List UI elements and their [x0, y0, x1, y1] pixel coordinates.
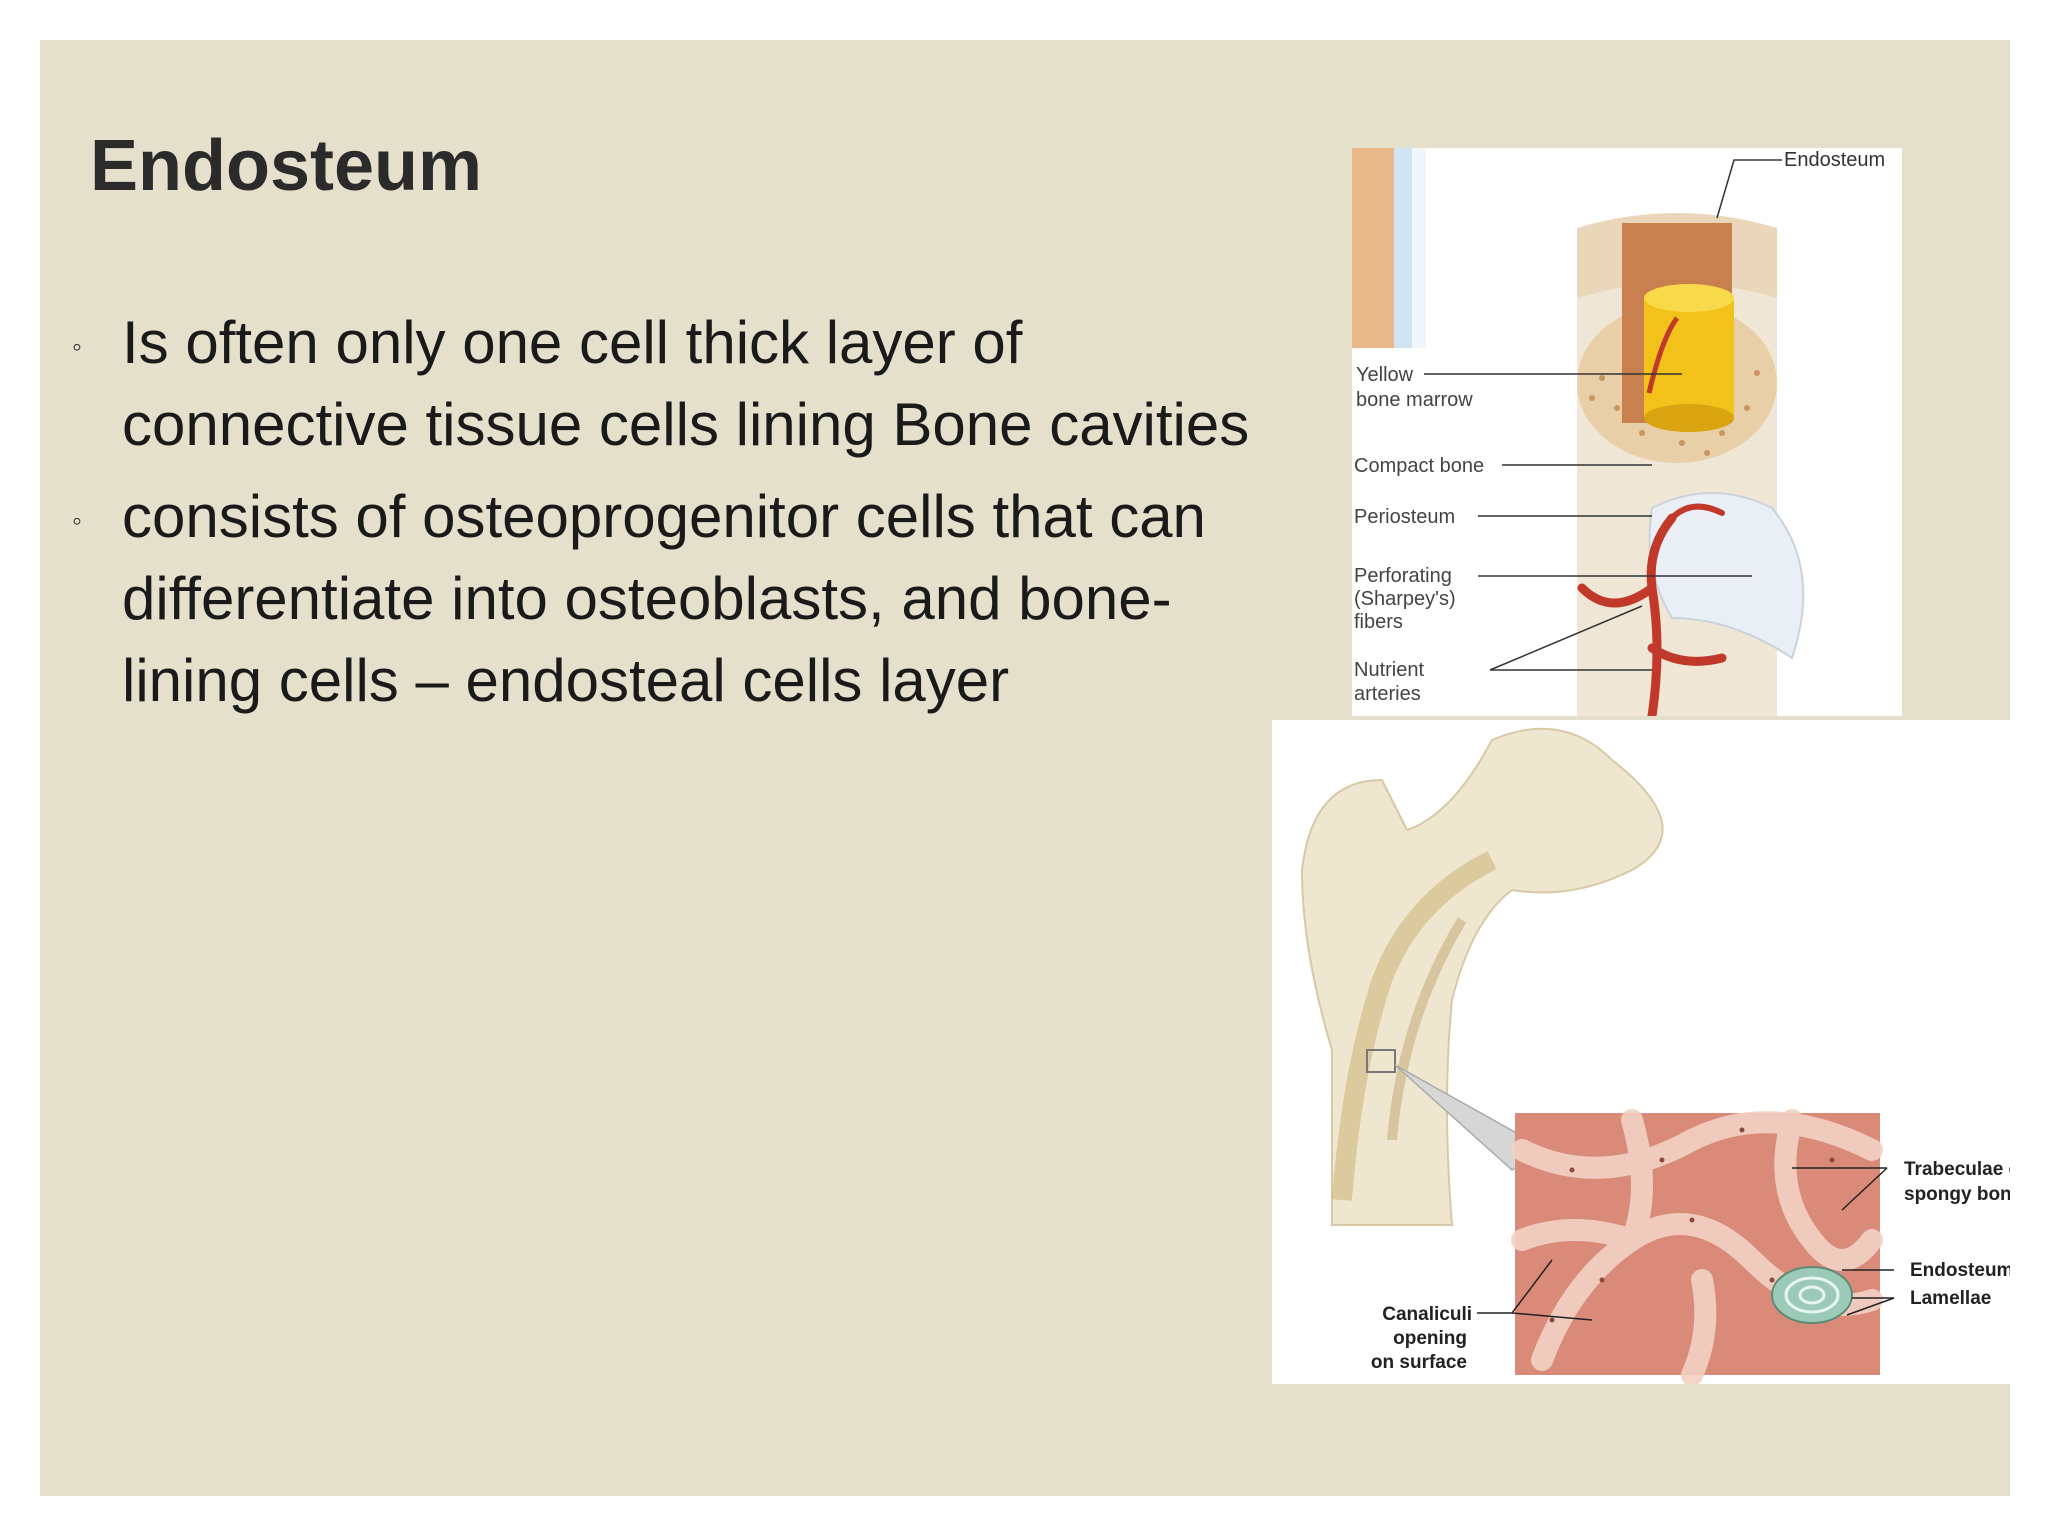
label-canaliculi: Canaliculi [1382, 1304, 1472, 1325]
label-canaliculi: on surface [1371, 1352, 1467, 1373]
bullet-marker-icon: ◦ [72, 505, 82, 536]
bullet-item: ◦ consists of osteoprogenitor cells that… [62, 476, 1292, 722]
bullet-item: ◦ Is often only one cell thick layer of … [62, 302, 1292, 466]
label-yellow-marrow: Yellow [1356, 364, 1414, 386]
label-endosteum: Endosteum [1784, 149, 1885, 171]
label-trabeculae: Trabeculae of [1904, 1159, 2010, 1180]
label-nutrient-arteries: Nutrient [1354, 659, 1424, 681]
bullet-text: consists of osteoprogenitor cells that c… [122, 483, 1206, 714]
bullet-marker-icon: ◦ [72, 331, 82, 362]
label-lamellae: Lamellae [1910, 1288, 1991, 1309]
bullet-list: ◦ Is often only one cell thick layer of … [62, 302, 1292, 732]
label-perforating-fibers: (Sharpey's) [1354, 588, 1456, 610]
long-bone-illustration: Endosteum Yellow bone marrow Compact bon… [1352, 148, 1902, 716]
label-periosteum: Periosteum [1354, 506, 1455, 528]
slide-title: Endosteum [90, 126, 483, 206]
label-canaliculi: opening [1393, 1328, 1467, 1349]
label-yellow-marrow: bone marrow [1356, 389, 1473, 411]
label-nutrient-arteries: arteries [1354, 683, 1421, 705]
label-perforating-fibers: Perforating [1354, 565, 1452, 587]
label-trabeculae: spongy bone [1904, 1184, 2010, 1205]
bullet-text: Is often only one cell thick layer of co… [122, 309, 1250, 458]
label-endosteum: Endosteum [1910, 1260, 2010, 1281]
spongy-bone-illustration: Trabeculae of spongy bone Endosteum Lame… [1272, 720, 2010, 1384]
label-perforating-fibers: fibers [1354, 611, 1403, 633]
label-compact-bone: Compact bone [1354, 455, 1484, 477]
